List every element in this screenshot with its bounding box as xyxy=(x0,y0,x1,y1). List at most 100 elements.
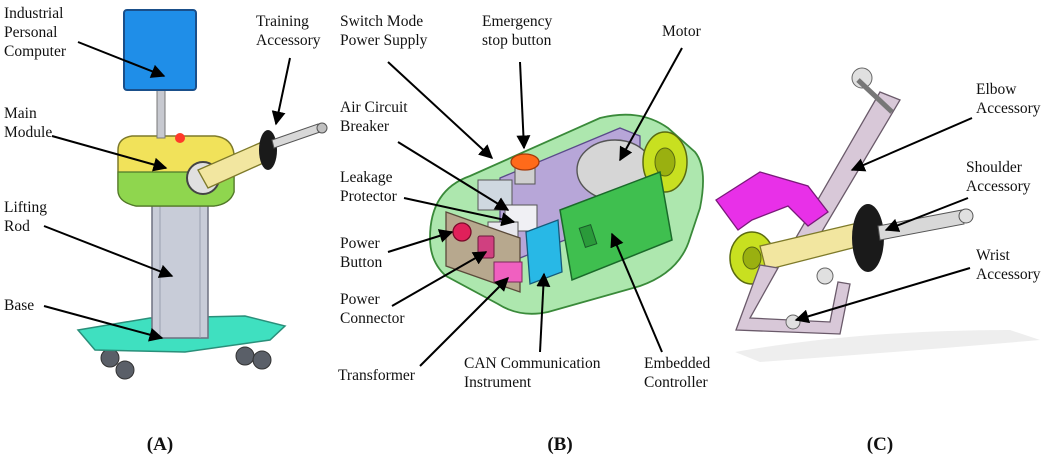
controller-connector xyxy=(578,224,598,248)
label-power-connector-line: Connector xyxy=(340,310,405,327)
label-smps-line: Switch Mode xyxy=(340,13,423,30)
label-base: Base xyxy=(4,297,34,314)
label-acb-line: Breaker xyxy=(340,118,390,135)
label-elbow-line: Elbow xyxy=(976,81,1017,98)
panel-c-accessories xyxy=(715,67,1040,362)
base-wheels xyxy=(100,346,272,380)
arrow-motor xyxy=(619,47,683,162)
label-elbow-line: Accessory xyxy=(976,100,1041,117)
label-lifting-rod-line: Lifting xyxy=(4,199,47,216)
main-module-estop xyxy=(175,133,185,143)
arrow-training xyxy=(271,57,291,126)
panel-a-robot xyxy=(76,9,328,380)
shoulder-handle xyxy=(958,208,974,224)
arrow-wrist xyxy=(794,267,971,324)
arrow-can xyxy=(536,272,551,353)
arrow-transformer xyxy=(419,277,509,367)
label-can-line: CAN Communication xyxy=(464,355,601,372)
motor-hub xyxy=(654,147,676,177)
embedded-controller xyxy=(559,170,673,282)
floor-shadow xyxy=(735,330,1040,362)
label-leakage-line: Leakage xyxy=(340,169,393,186)
panel-b-caption: (B) xyxy=(547,434,572,455)
arrow-leakage xyxy=(403,197,516,227)
label-leakage-line: Protector xyxy=(340,188,398,205)
training-handle xyxy=(316,122,328,134)
arrow-power-button xyxy=(387,229,454,253)
arrow-elbow xyxy=(850,117,973,172)
power-button xyxy=(452,222,472,242)
arrow-power-connector xyxy=(391,251,488,307)
wrist-pivot xyxy=(785,314,801,330)
label-power-button-line: Button xyxy=(340,254,382,271)
training-handle-bar xyxy=(271,123,321,149)
label-power-button-line: Power xyxy=(340,235,380,252)
label-shoulder-line: Shoulder xyxy=(966,159,1023,176)
arrow-main-module xyxy=(51,135,168,172)
label-lifting-rod-line: Rod xyxy=(4,218,30,235)
label-main-module-line: Module xyxy=(4,124,52,141)
wrist-handle xyxy=(816,267,834,285)
elbow-handle xyxy=(851,67,873,89)
label-base-line: Base xyxy=(4,297,34,314)
label-main-module-line: Main xyxy=(4,105,37,122)
label-ipc-line: Computer xyxy=(4,43,67,60)
arrow-embedded xyxy=(610,232,663,353)
label-ipc-line: Personal xyxy=(4,24,57,41)
label-power-connector-line: Power xyxy=(340,291,380,308)
label-embedded-line: Controller xyxy=(644,374,709,391)
callout-arrows xyxy=(43,41,973,367)
label-estop-line: stop button xyxy=(482,32,552,49)
industrial-pc-monitor xyxy=(123,9,197,91)
label-embedded-line: Embedded xyxy=(644,355,711,372)
label-motor-line: Motor xyxy=(662,23,702,40)
arrow-base xyxy=(43,305,164,342)
training-cuff xyxy=(259,130,277,170)
label-motor: Motor xyxy=(662,23,702,40)
label-training-line: Accessory xyxy=(256,32,321,49)
label-acb-line: Air Circuit xyxy=(340,99,408,116)
can-communication-box xyxy=(525,219,563,285)
arrow-lifting-rod xyxy=(43,225,174,278)
label-transformer: Transformer xyxy=(338,367,416,384)
label-estop-line: Emergency xyxy=(482,13,553,30)
shoulder-handle-bar xyxy=(877,209,965,241)
label-estop: Emergency stop button xyxy=(482,13,553,49)
label-smps-line: Power Supply xyxy=(340,32,428,49)
wrist-accessory-frame xyxy=(735,264,851,335)
emergency-stop-button xyxy=(510,153,540,171)
elbow-handle-bar xyxy=(856,78,894,114)
arrow-shoulder xyxy=(884,197,969,232)
shoulder-cuff xyxy=(852,204,884,272)
arrow-estop xyxy=(516,61,531,150)
arrow-smps xyxy=(387,61,494,159)
label-transformer-line: Transformer xyxy=(338,367,416,384)
panel-a-caption: (A) xyxy=(147,434,173,455)
arrow-acb xyxy=(397,141,510,211)
label-wrist-line: Wrist xyxy=(976,247,1011,264)
joint-disc-hub xyxy=(742,246,762,270)
panel-b-module xyxy=(429,113,704,315)
magenta-bracket xyxy=(715,171,829,231)
label-wrist-line: Accessory xyxy=(976,266,1041,283)
arrow-ipc xyxy=(77,41,166,78)
label-can-line: Instrument xyxy=(464,374,532,391)
panel-c-caption: (C) xyxy=(867,434,893,455)
label-training-line: Training xyxy=(256,13,309,30)
label-shoulder-line: Accessory xyxy=(966,178,1031,195)
